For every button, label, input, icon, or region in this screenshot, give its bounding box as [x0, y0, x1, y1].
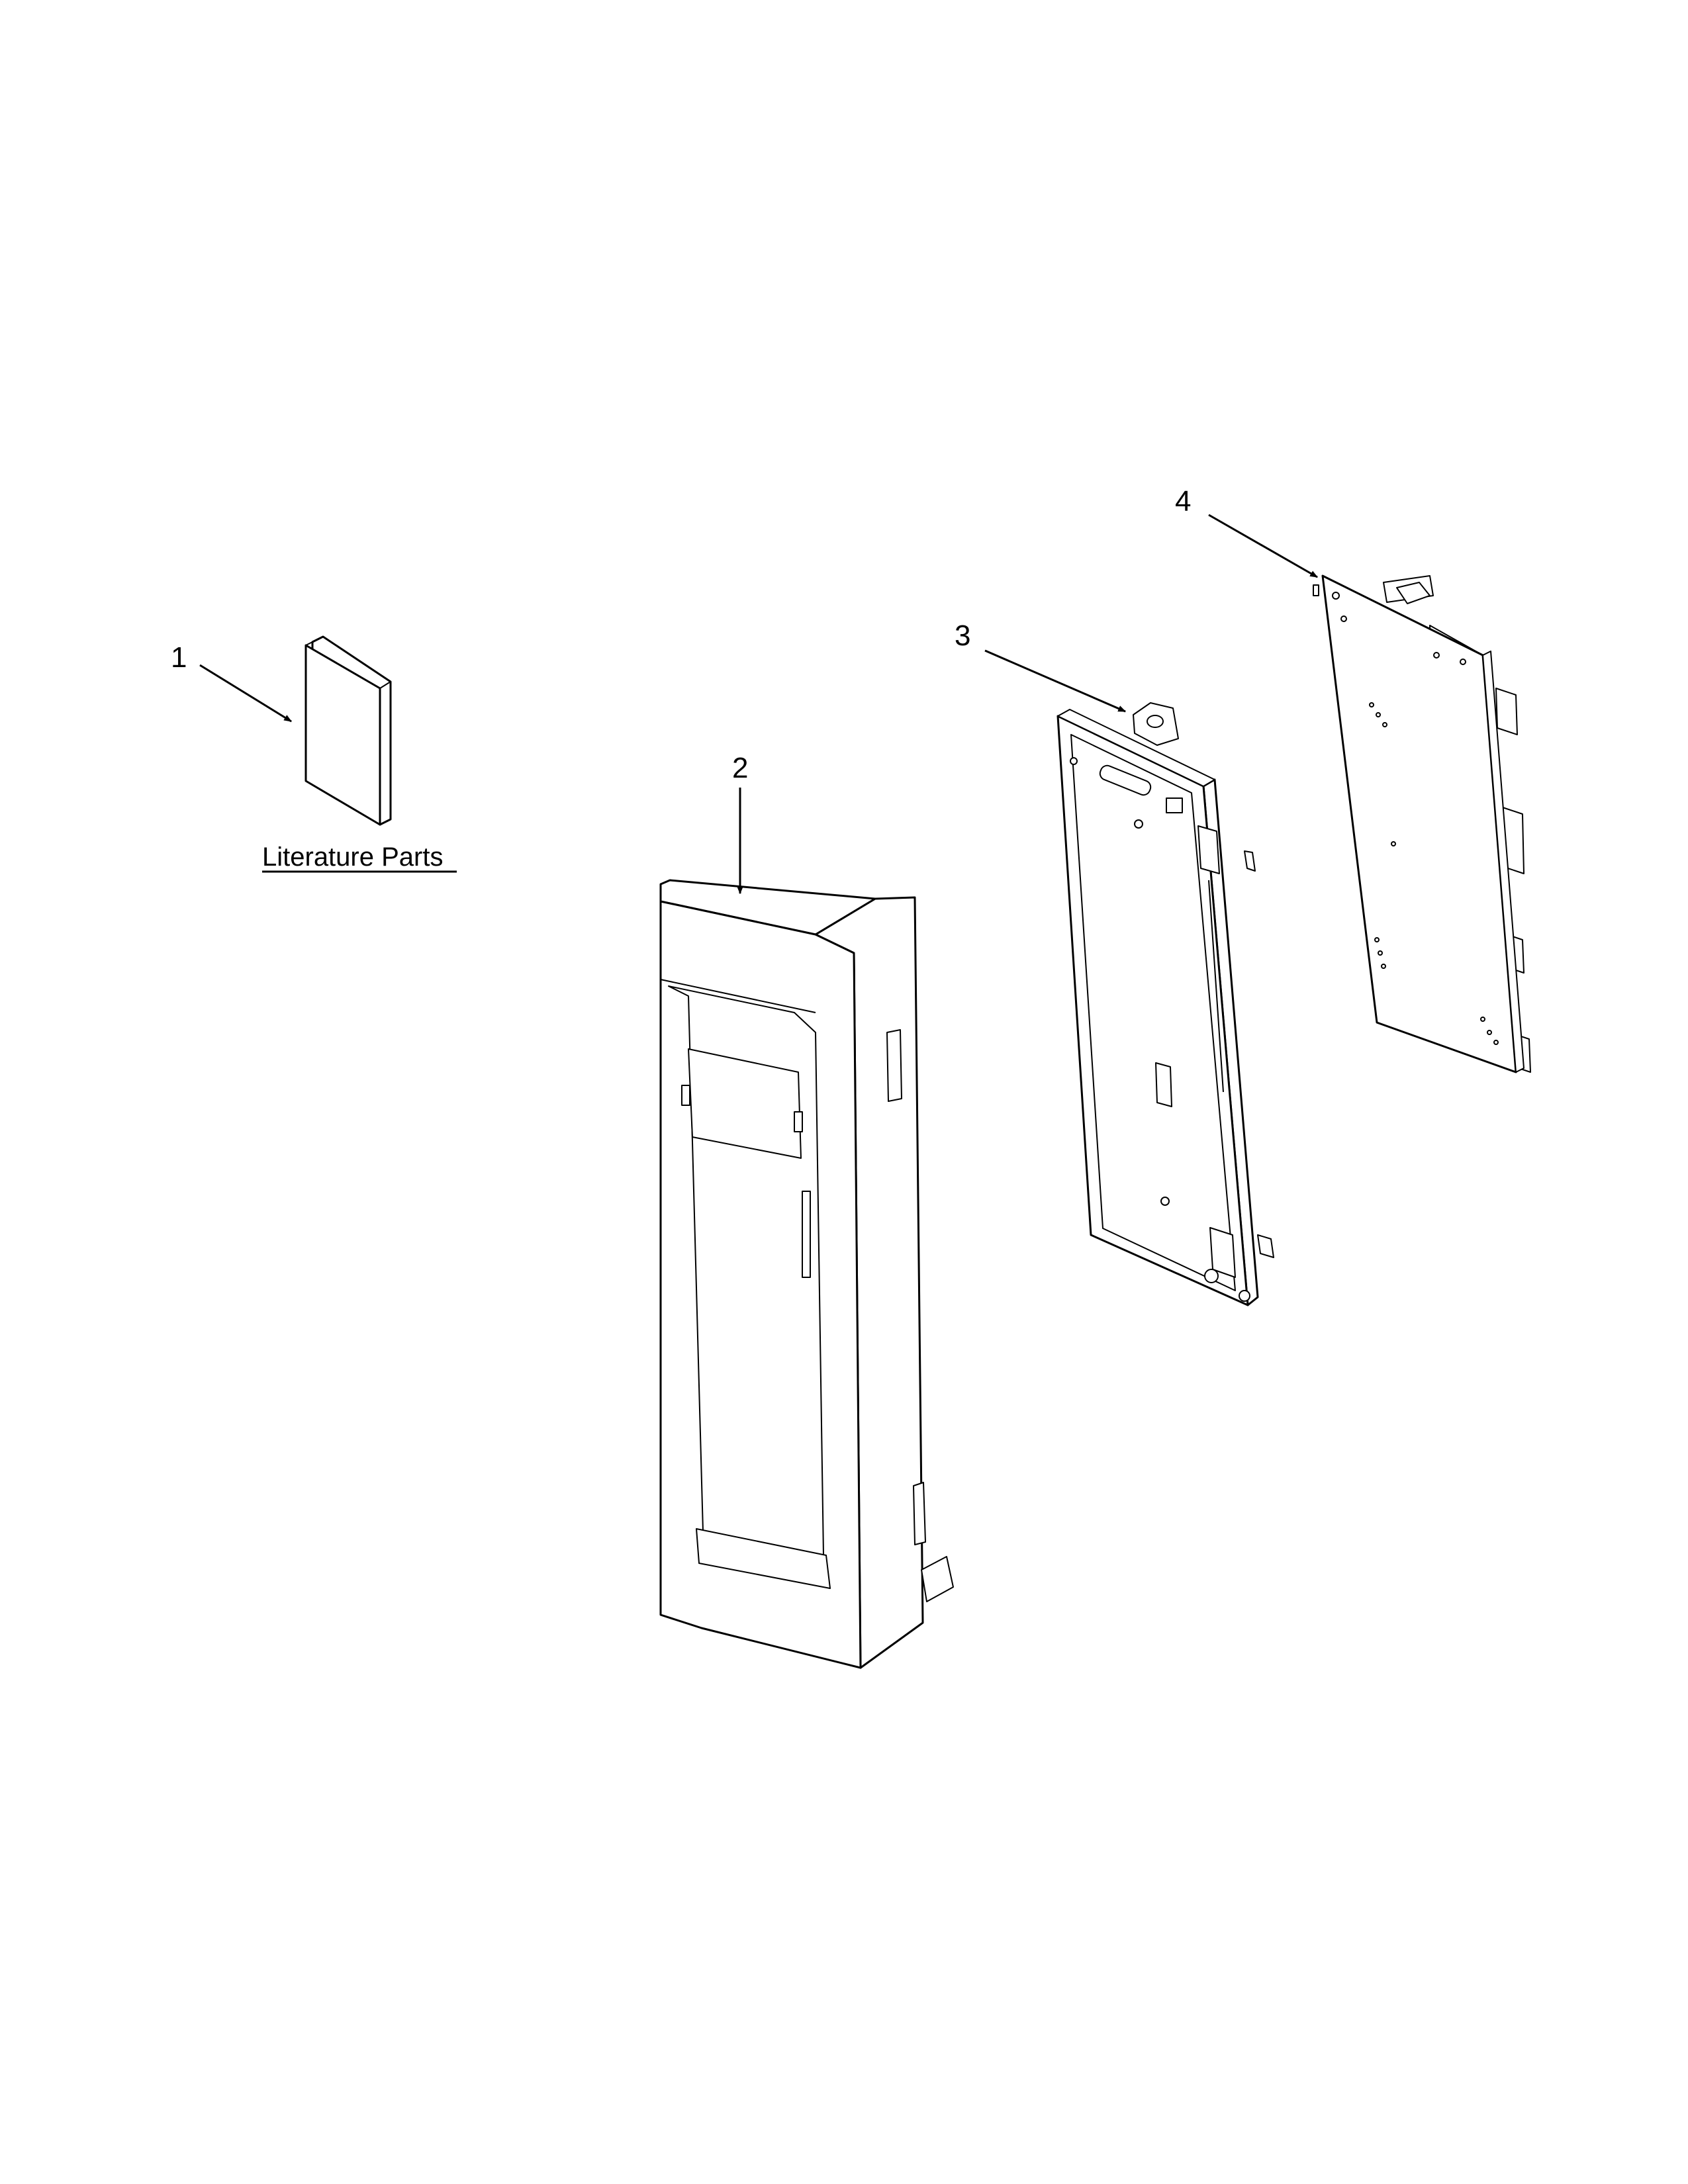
- literature-booklet: [305, 635, 392, 826]
- mounting-plate: [1056, 702, 1274, 1306]
- control-board: [1313, 574, 1531, 1073]
- callout-1: 1: [171, 641, 187, 674]
- literature-parts-label: Literature Parts: [262, 842, 443, 872]
- control-panel-frame: [659, 879, 954, 1669]
- leader-3: [984, 649, 1127, 713]
- leader-4: [1208, 514, 1319, 578]
- callout-2: 2: [732, 752, 748, 784]
- callout-3: 3: [955, 619, 970, 652]
- callout-4: 4: [1175, 485, 1191, 518]
- leader-1: [199, 664, 293, 723]
